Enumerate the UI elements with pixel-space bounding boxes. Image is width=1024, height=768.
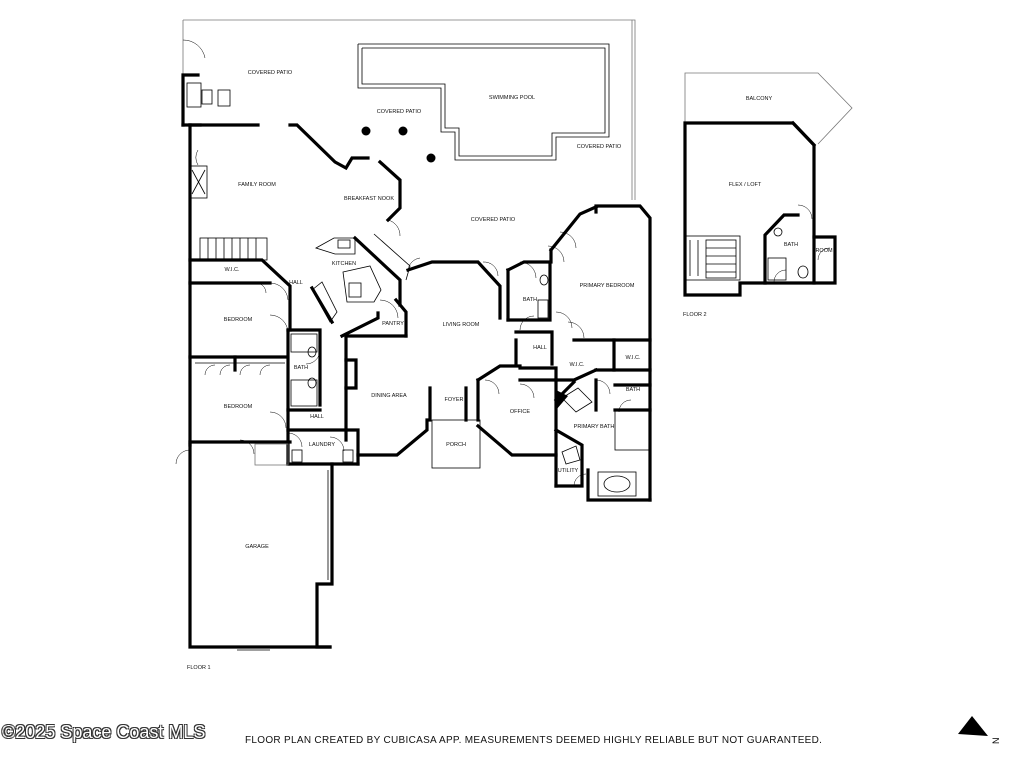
- room-label-foyer: FOYER: [445, 397, 464, 403]
- room-label-bath: BATH: [784, 242, 798, 248]
- swimming-pool: [357, 43, 610, 161]
- floor-label-1: FLOOR 1: [187, 665, 211, 671]
- room-label-utility: UTILITY: [558, 468, 579, 474]
- room-label-covered-patio: COVERED PATIO: [577, 144, 622, 150]
- stairs: [685, 235, 741, 281]
- room-label-kitchen: KITCHEN: [332, 261, 356, 267]
- room-label-covered-patio: COVERED PATIO: [377, 109, 422, 115]
- room-label-bath: BATH: [294, 365, 308, 371]
- watermark: ©2025 Space Coast MLS: [2, 722, 206, 742]
- porch-outline: [431, 419, 481, 469]
- floor-2-plan: BALCONY FLEX / LOFT BATH ROOM FLOOR 2: [683, 72, 853, 318]
- room-label-bath: BATH: [523, 297, 537, 303]
- kitchen-counters: [309, 233, 411, 325]
- garage: [188, 443, 334, 651]
- room-label-hall: HALL: [289, 280, 303, 286]
- room-label-garage: GARAGE: [245, 544, 269, 550]
- room-label-swimming-pool: SWIMMING POOL: [489, 95, 535, 101]
- room-label-covered-patio: COVERED PATIO: [471, 217, 516, 223]
- stairs: [199, 237, 268, 261]
- room-label-hall: HALL: [533, 345, 547, 351]
- floor-label-2: FLOOR 2: [683, 312, 707, 318]
- room-label-living-room: LIVING ROOM: [443, 322, 480, 328]
- column-icon: [361, 126, 371, 136]
- room-label-flex-loft: FLEX / LOFT: [729, 182, 762, 188]
- column-icon: [426, 153, 436, 163]
- room-label-laundry: LAUNDRY: [309, 442, 336, 448]
- room-label-hall: HALL: [310, 414, 324, 420]
- room-label-wic: W.I.C.: [570, 362, 585, 368]
- room-label-pantry: PANTRY: [382, 321, 404, 327]
- room-label-balcony: BALCONY: [746, 96, 773, 102]
- disclaimer-text: FLOOR PLAN CREATED BY CUBICASA APP. MEAS…: [245, 735, 823, 746]
- north-arrow-icon: N: [958, 716, 1001, 745]
- column-icon: [398, 126, 408, 136]
- room-label-wic: W.I.C.: [225, 267, 240, 273]
- room-label-porch: PORCH: [446, 442, 466, 448]
- room-label-office: OFFICE: [510, 409, 530, 415]
- room-label-wic: W.I.C.: [626, 355, 641, 361]
- fireplace: [189, 165, 208, 199]
- room-label-room: ROOM: [815, 248, 833, 254]
- room-label-covered-patio: COVERED PATIO: [248, 70, 293, 76]
- room-label-breakfast-nook: BREAKFAST NOOK: [344, 196, 394, 202]
- room-label-family-room: FAMILY ROOM: [238, 182, 276, 188]
- room-label-bath: BATH: [626, 387, 640, 393]
- floor-1-plan: COVERED PATIO COVERED PATIO SWIMMING POO…: [175, 19, 652, 671]
- room-label-primary-bath: PRIMARY BATH: [574, 424, 615, 430]
- room-label-bedroom: BEDROOM: [224, 317, 253, 323]
- room-label-dining-area: DINING AREA: [371, 393, 407, 399]
- room-label-bedroom: BEDROOM: [224, 404, 253, 410]
- compass-letter: N: [991, 738, 1001, 745]
- room-label-primary-bedroom: PRIMARY BEDROOM: [580, 283, 635, 289]
